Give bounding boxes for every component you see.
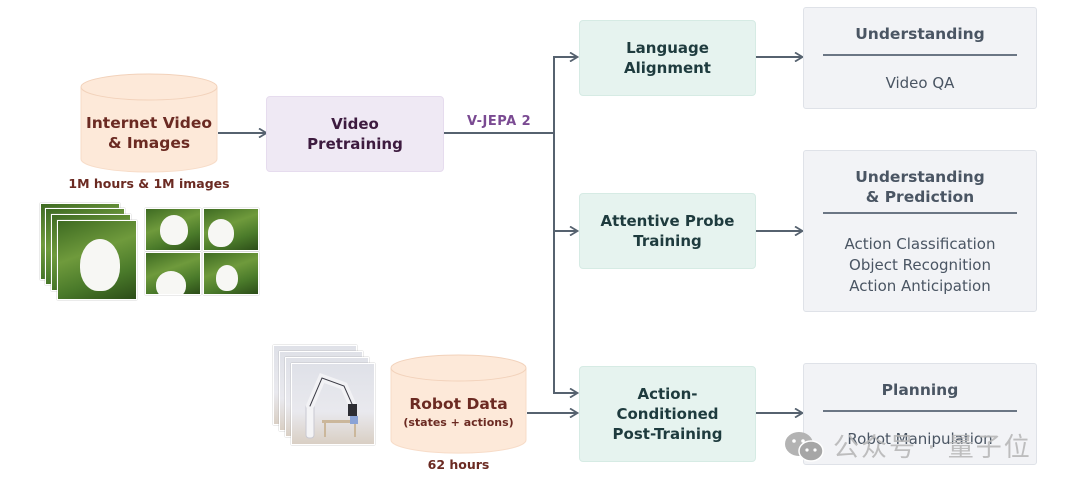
internet-video-title-line1: Internet Video (85, 114, 212, 132)
wechat-icon (785, 432, 824, 462)
output-divider (823, 212, 1017, 214)
output-divider (823, 54, 1017, 56)
stage-label-line: Training (633, 232, 702, 250)
robot-photo-main (291, 363, 375, 445)
output-item: Video QA (885, 73, 955, 92)
dog-photo-tile (145, 208, 201, 251)
output-item: Action Anticipation (849, 276, 991, 295)
internet-video-cylinder: Internet Video & Images (80, 73, 218, 173)
output-divider (823, 410, 1017, 412)
stage-label-line: Attentive Probe (600, 212, 735, 230)
dog-photo-tile (203, 208, 259, 251)
stage-label-line: Action- (637, 385, 698, 403)
dog-photo-tile (145, 252, 201, 295)
stage-label-line: Alignment (624, 59, 711, 77)
cylinder-shape (390, 354, 527, 454)
robot-data-subtitle: (states + actions) (403, 416, 514, 429)
output-title: & Prediction (865, 188, 975, 206)
v-jepa-2-label: V-JEPA 2 (467, 114, 532, 129)
output-item: Action Classification (844, 234, 996, 253)
internet-video-caption: 1M hours & 1M images (68, 176, 230, 191)
robot-arm-icon (305, 372, 358, 439)
robot-data-title: Robot Data (409, 395, 508, 413)
video-pretraining-line1: Video (331, 115, 379, 133)
output-title: Understanding (855, 25, 985, 43)
stage-action-conditioned-post-training: Action- Conditioned Post-Training (579, 366, 756, 462)
video-pretraining-line2: Pretraining (307, 135, 403, 153)
dog-photo-main (57, 220, 137, 300)
stage-label-line: Conditioned (616, 405, 719, 423)
watermark-text: 公众号 · 量子位 (833, 433, 1032, 463)
output-item: Robot Manipulation (847, 429, 993, 448)
output-title: Planning (881, 381, 959, 399)
stage-label-line: Post-Training (612, 425, 723, 443)
robot-data-cylinder: Robot Data (states + actions) (390, 354, 527, 454)
output-understanding: Understanding Video QA (803, 7, 1037, 109)
dog-figure (80, 239, 120, 291)
internet-video-title-line2: & Images (107, 134, 191, 152)
cylinder-shape (80, 73, 218, 173)
output-title: Understanding (855, 168, 985, 186)
video-pretraining-box: Video Pretraining (266, 96, 444, 172)
output-understanding-prediction: Understanding & Prediction Action Classi… (803, 150, 1037, 312)
stage-attentive-probe-training: Attentive Probe Training (579, 193, 756, 269)
robot-data-caption: 62 hours (427, 457, 490, 472)
dog-photo-tile (203, 252, 259, 295)
stage-language-alignment: Language Alignment (579, 20, 756, 96)
stage-label-line: Language (626, 39, 709, 57)
output-item: Object Recognition (849, 255, 991, 274)
output-planning: Planning Robot Manipulation (803, 363, 1037, 465)
